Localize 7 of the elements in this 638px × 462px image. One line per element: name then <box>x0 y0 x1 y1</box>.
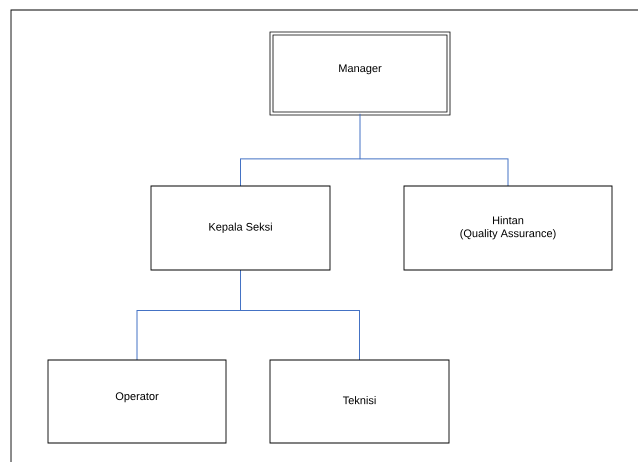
org-box: Kepala Seksi <box>150 186 330 270</box>
org-box: Operator <box>48 360 226 444</box>
org-box: Hintan (Quality Assurance) <box>404 186 612 270</box>
connector-line <box>360 113 508 186</box>
org-box: Teknisi <box>270 360 450 444</box>
connector-line <box>240 270 360 360</box>
org-box: Manager <box>270 32 450 116</box>
